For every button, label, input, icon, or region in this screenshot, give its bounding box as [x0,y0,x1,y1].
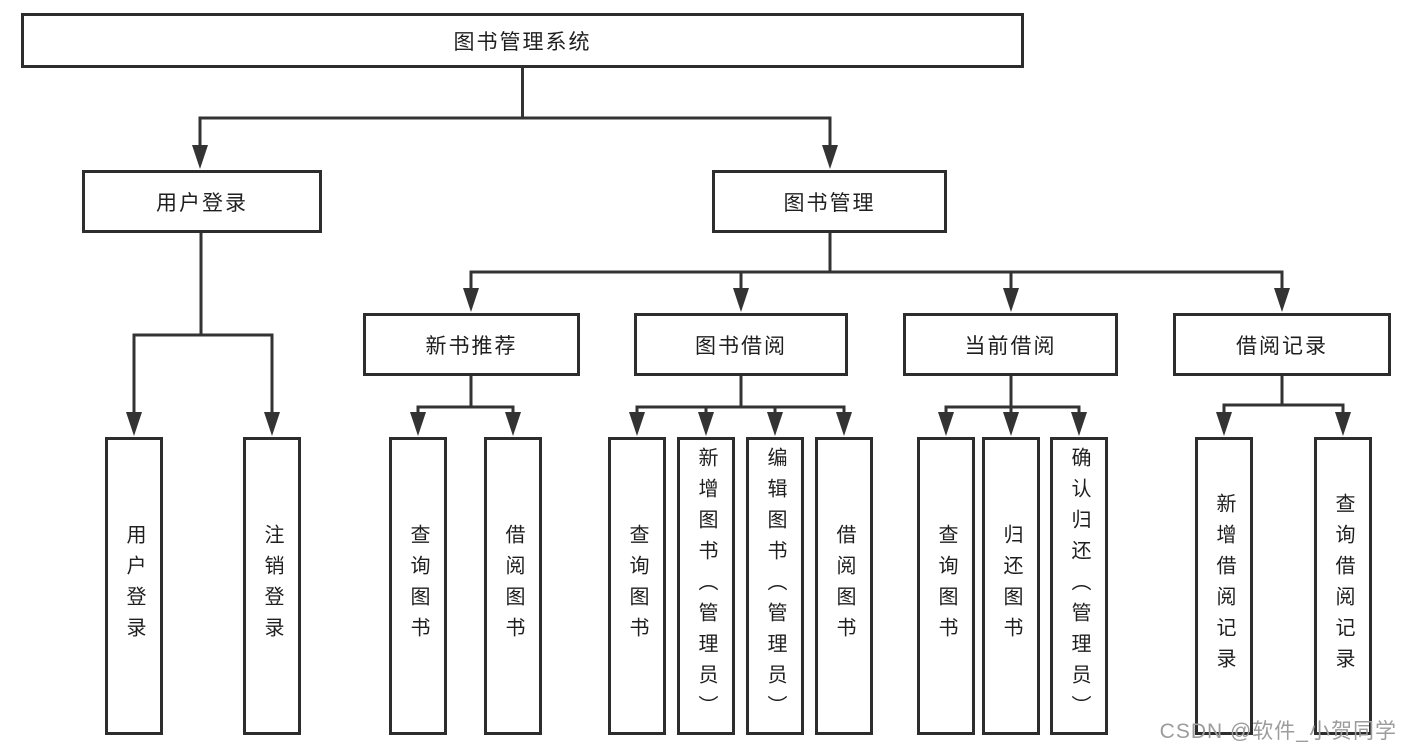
leaf-recommend-borrow-books-label: 借阅图书 [502,524,524,648]
node-user-login: 用户登录 [82,170,322,233]
connector-current-borrowing-branch [938,376,1087,436]
node-borrowing-records-label: 借阅记录 [1236,334,1328,358]
leaf-user-login: 用户登录 [105,437,163,735]
leaf-borrowing-borrow-books: 借阅图书 [815,437,873,735]
connector-new-book-recommend-branch [410,376,521,436]
watermark: CSDN @软件_小贺同学 [1159,720,1397,743]
connector-root-to-level2 [192,68,838,169]
node-user-login-label: 用户登录 [156,191,248,215]
leaf-recommend-borrow-books: 借阅图书 [484,437,542,735]
node-book-management-label: 图书管理 [783,191,876,215]
leaf-recommend-query-books: 查询图书 [389,437,447,735]
node-borrowing-records: 借阅记录 [1173,313,1391,376]
leaf-user-login-label: 用户登录 [123,524,145,648]
node-root: 图书管理系统 [21,13,1024,68]
leaf-logout: 注销登录 [243,437,301,735]
leaf-logout-label: 注销登录 [261,524,283,648]
leaf-current-query-books-label: 查询图书 [935,524,957,648]
leaf-recommend-query-books-label: 查询图书 [407,524,429,648]
node-current-borrowing: 当前借阅 [903,313,1118,376]
leaf-current-confirm-return: 确认归还（管理员） [1050,437,1108,735]
connector-user-login-branch [126,233,280,436]
leaf-borrowing-add-books: 新增图书（管理员） [677,437,735,735]
leaf-borrowing-add-books-label: 新增图书（管理员） [695,446,717,726]
connector-book-management-branch [463,233,1290,312]
leaf-records-add-record-label: 新增借阅记录 [1213,493,1235,679]
node-root-label: 图书管理系统 [453,30,592,54]
leaf-current-query-books: 查询图书 [917,437,975,735]
leaf-records-query-record-label: 查询借阅记录 [1332,493,1354,679]
leaf-records-query-record: 查询借阅记录 [1314,437,1372,735]
leaf-current-confirm-return-label: 确认归还（管理员） [1068,446,1090,726]
leaf-borrowing-borrow-books-label: 借阅图书 [833,524,855,648]
leaf-records-add-record: 新增借阅记录 [1195,437,1253,735]
leaf-current-return-books: 归还图书 [982,437,1040,735]
leaf-current-return-books-label: 归还图书 [1000,524,1022,648]
node-new-book-recommend-label: 新书推荐 [425,334,518,358]
node-book-management: 图书管理 [712,170,947,233]
node-current-borrowing-label: 当前借阅 [964,334,1057,358]
node-new-book-recommend: 新书推荐 [363,313,580,376]
node-book-borrowing-label: 图书借阅 [695,334,787,358]
leaf-borrowing-query-books-label: 查询图书 [626,524,648,648]
leaf-borrowing-query-books: 查询图书 [608,437,666,735]
connector-borrowing-records-branch [1216,376,1351,436]
leaf-borrowing-edit-books: 编辑图书（管理员） [746,437,804,735]
leaf-borrowing-edit-books-label: 编辑图书（管理员） [764,446,786,726]
connector-book-borrowing-branch [629,376,852,436]
node-book-borrowing: 图书借阅 [634,313,848,376]
